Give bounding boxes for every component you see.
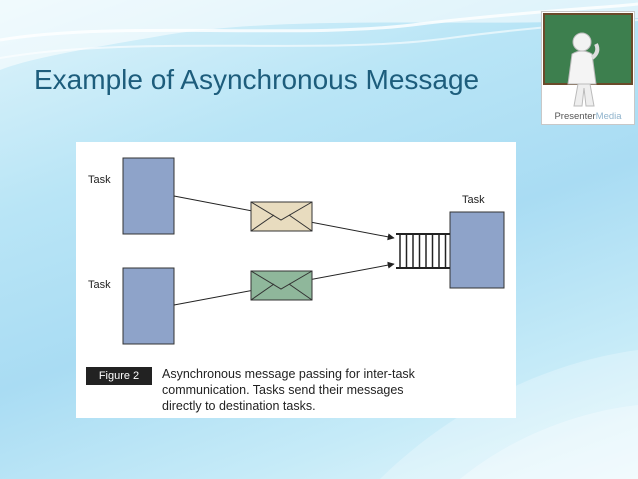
envelope-icon-top <box>250 201 313 232</box>
message-diagram <box>122 157 505 345</box>
presenter-figure-chalkboard-icon <box>543 13 633 107</box>
caption-line: directly to destination tasks. <box>162 399 316 413</box>
task-label-right: Task <box>462 194 485 206</box>
message-queue-icon <box>396 233 450 269</box>
task-box-bottom-left <box>122 267 175 345</box>
figure-panel: Task Task Task Figure 2 Asynchronous mes… <box>76 142 516 418</box>
envelope-icon-bottom <box>250 270 313 301</box>
presenter-media-logo: PresenterMedia <box>541 11 635 125</box>
caption-line: Asynchronous message passing for inter-t… <box>162 367 415 381</box>
task-box-right <box>449 211 505 289</box>
logo-text: PresenterMedia <box>554 111 622 122</box>
figure-caption: Asynchronous message passing for inter-t… <box>162 366 502 414</box>
caption-line: communication. Tasks send their messages <box>162 383 404 397</box>
task-box-top-left <box>122 157 175 235</box>
slide-title: Example of Asynchronous Message <box>34 64 480 95</box>
figure-badge: Figure 2 <box>86 367 152 385</box>
task-label-top-left: Task <box>88 174 111 186</box>
task-label-bottom-left: Task <box>88 279 111 291</box>
